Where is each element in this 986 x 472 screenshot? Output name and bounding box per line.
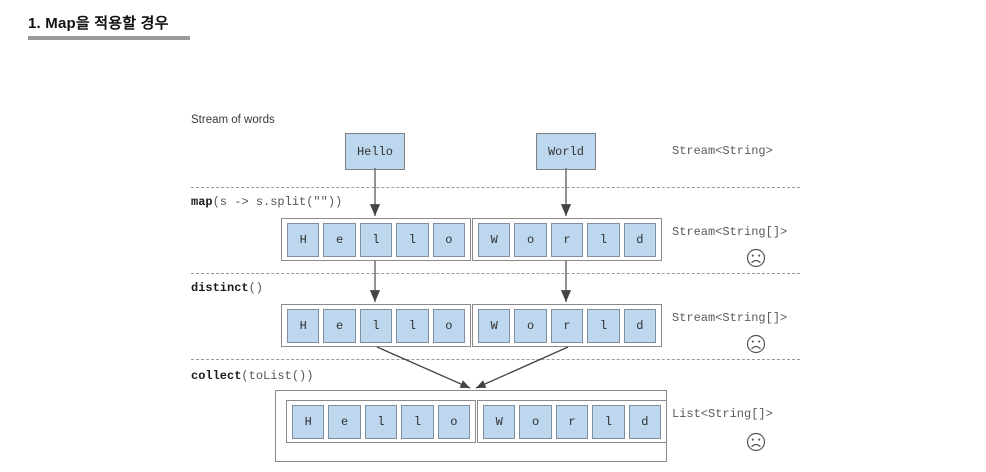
operation-name: map	[191, 195, 213, 209]
letter-cell: H	[287, 222, 320, 257]
letter-cell: o	[514, 222, 547, 257]
source-word-box-hello: Hello	[345, 133, 405, 170]
operation-args: (toList())	[241, 369, 314, 383]
letter-cell: W	[483, 404, 516, 439]
operation-name: collect	[191, 369, 242, 383]
type-label-stream-string-array-2: Stream<String[]>	[672, 311, 788, 325]
letter-cell: o	[519, 404, 552, 439]
letter-cell: l	[592, 404, 625, 439]
letter-cell: l	[396, 222, 429, 257]
operation-name: distinct	[191, 281, 249, 295]
array-box-hello-collect: H e l l o	[286, 400, 476, 443]
letter-cell: l	[587, 308, 620, 343]
page-title: 1. Map을 적용할 경우	[28, 15, 169, 32]
type-label-list-string-array: List<String[]>	[672, 407, 773, 421]
letter-cell: r	[550, 308, 584, 343]
stage-separator-3	[191, 359, 800, 360]
sad-face-icon	[746, 432, 766, 457]
stage-separator-1	[191, 187, 800, 188]
type-label-stream-string: Stream<String>	[672, 144, 773, 158]
letter-cell: e	[323, 222, 356, 257]
title-underline-rule	[28, 36, 190, 40]
letter-cell: l	[359, 308, 393, 343]
letter-cell: l	[359, 222, 393, 257]
letter-cell: l	[396, 308, 429, 343]
array-box-world-distinct: W o r l d	[472, 304, 662, 347]
letter-cell: l	[587, 222, 620, 257]
operation-label-collect: collect(toList())	[191, 369, 313, 383]
letter-cell: o	[514, 308, 547, 343]
array-box-world-collect: W o r l d	[477, 400, 667, 443]
operation-args: ()	[248, 281, 264, 295]
source-word-label: Hello	[356, 144, 393, 159]
array-box-hello-distinct: H e l l o	[281, 304, 471, 347]
letter-cell: o	[437, 404, 471, 439]
array-box-hello-map: H e l l o	[281, 218, 471, 261]
letter-cell: r	[555, 404, 589, 439]
letter-cell: e	[328, 404, 361, 439]
letter-cell: W	[478, 222, 511, 257]
source-word-label: World	[547, 144, 584, 159]
letter-cell: e	[323, 308, 356, 343]
operation-label-distinct: distinct()	[191, 281, 263, 295]
letter-cell: H	[287, 308, 320, 343]
type-label-stream-string-array-1: Stream<String[]>	[672, 225, 788, 239]
letter-cell: H	[292, 404, 325, 439]
letter-cell: d	[623, 308, 657, 343]
letter-cell: l	[401, 404, 434, 439]
letter-cell: d	[623, 222, 657, 257]
letter-cell: o	[432, 222, 466, 257]
letter-cell: r	[550, 222, 584, 257]
operation-args: (s -> s.split(""))	[212, 195, 343, 209]
letter-cell: l	[364, 404, 398, 439]
sad-face-icon	[746, 334, 766, 359]
array-box-world-map: W o r l d	[472, 218, 662, 261]
sad-face-icon	[746, 248, 766, 273]
stage-separator-2	[191, 273, 800, 274]
source-word-box-world: World	[536, 133, 596, 170]
operation-label-map: map(s -> s.split(""))	[191, 195, 342, 209]
letter-cell: o	[432, 308, 466, 343]
letter-cell: W	[478, 308, 511, 343]
stream-of-words-caption: Stream of words	[191, 114, 275, 126]
letter-cell: d	[628, 404, 662, 439]
